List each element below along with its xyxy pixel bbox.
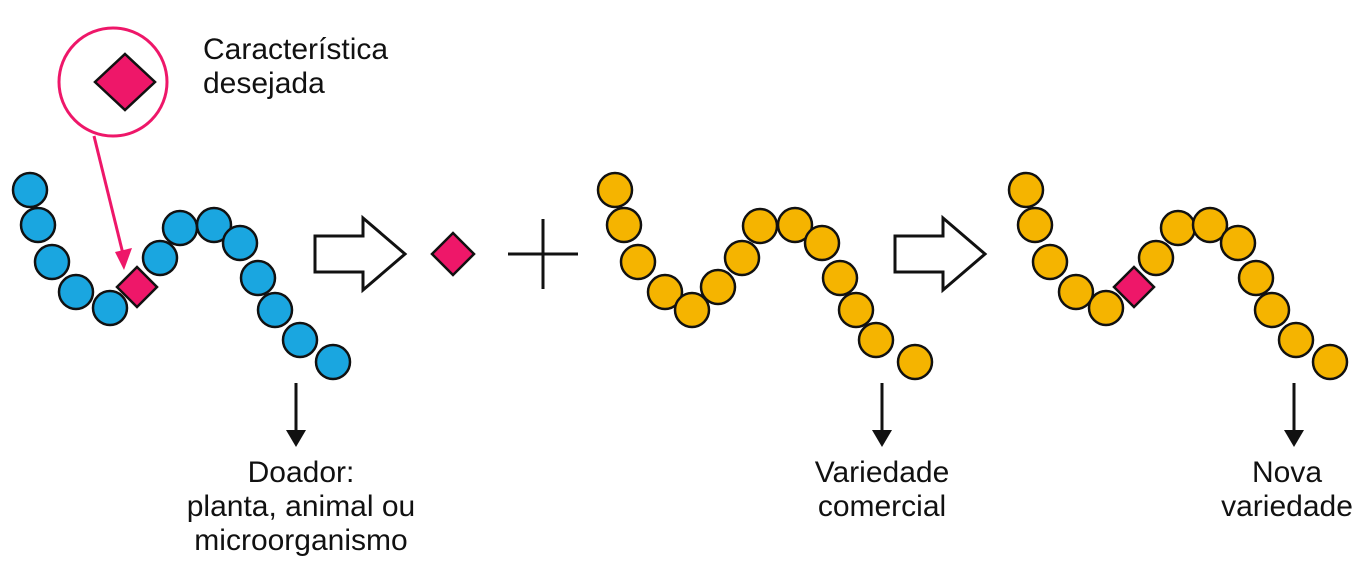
donor-chain xyxy=(11,171,352,381)
commercial-down-arrow xyxy=(872,383,892,447)
donor-bead xyxy=(33,243,71,281)
commercial-bead xyxy=(699,268,737,306)
commercial-bead xyxy=(837,291,875,329)
commercial-bead xyxy=(776,206,814,244)
new-variety-bead xyxy=(1087,289,1125,327)
new-variety-bead xyxy=(1016,206,1054,244)
commercial-label-line-2: comercial xyxy=(817,490,947,523)
commercial-label-line-1: Variedade xyxy=(814,456,950,489)
donor-bead xyxy=(195,206,233,244)
donor-bead xyxy=(161,209,199,247)
commercial-bead xyxy=(803,224,841,262)
new-variety-bead xyxy=(1219,224,1257,262)
callout-pointer-head xyxy=(115,248,132,270)
new-variety-label-line-1: Nova xyxy=(1251,456,1323,489)
donor-label-line-3: microorganismo xyxy=(194,524,408,557)
donor-label: Doador: planta, animal ou microorganismo xyxy=(166,456,436,558)
new-variety-bead xyxy=(1031,243,1069,281)
isolated-gene-diamond xyxy=(430,231,476,277)
donor-bead xyxy=(11,171,49,209)
commercial-bead xyxy=(605,206,643,244)
new-variety-bead xyxy=(1311,343,1349,381)
donor-bead xyxy=(314,343,352,381)
new-variety-gene-diamond xyxy=(1112,265,1156,309)
commercial-chain xyxy=(596,171,934,381)
new-variety-bead xyxy=(1277,321,1315,359)
new-variety-bead xyxy=(1007,171,1045,209)
donor-bead xyxy=(91,289,129,327)
new-variety-bead xyxy=(1237,259,1275,297)
donor-bead xyxy=(141,239,179,277)
callout xyxy=(57,26,169,270)
commercial-bead xyxy=(646,273,684,311)
new-variety-bead xyxy=(1191,206,1229,244)
donor-bead xyxy=(221,224,259,262)
plus-sign xyxy=(508,219,578,289)
callout-ring xyxy=(57,26,169,138)
donor-label-line-2: planta, animal ou xyxy=(186,490,416,523)
new-variety-bead xyxy=(1137,239,1175,277)
hollow-arrow-1 xyxy=(313,214,408,294)
commercial-bead xyxy=(857,321,895,359)
donor-bead xyxy=(281,321,319,359)
donor-down-arrow xyxy=(286,383,306,447)
new-variety-chain xyxy=(1007,171,1349,381)
callout-label-line-2: desejada xyxy=(203,67,325,100)
callout-label: Característica desejada xyxy=(203,33,388,101)
commercial-bead xyxy=(821,259,859,297)
new-variety-bead xyxy=(1253,291,1291,329)
donor-bead xyxy=(19,206,57,244)
new-variety-label: Nova variedade xyxy=(1212,456,1362,524)
donor-gene-diamond xyxy=(115,265,159,309)
commercial-bead xyxy=(596,171,634,209)
hollow-arrow-2 xyxy=(893,214,988,294)
callout-pointer xyxy=(92,135,126,259)
donor-bead xyxy=(256,291,294,329)
commercial-bead xyxy=(741,207,779,245)
donor-bead xyxy=(57,273,95,311)
commercial-bead xyxy=(896,343,934,381)
donor-bead xyxy=(239,259,277,297)
callout-label-line-1: Característica xyxy=(203,33,389,66)
callout-gene-diamond xyxy=(93,52,157,112)
new-variety-bead xyxy=(1159,209,1197,247)
new-variety-down-arrow xyxy=(1284,383,1304,447)
commercial-label: Variedade comercial xyxy=(792,456,972,524)
donor-label-line-1: Doador: xyxy=(247,456,355,489)
new-variety-label-line-2: variedade xyxy=(1221,490,1353,523)
commercial-bead xyxy=(723,239,761,277)
commercial-bead xyxy=(673,291,711,329)
commercial-bead xyxy=(619,243,657,281)
new-variety-bead xyxy=(1057,273,1095,311)
